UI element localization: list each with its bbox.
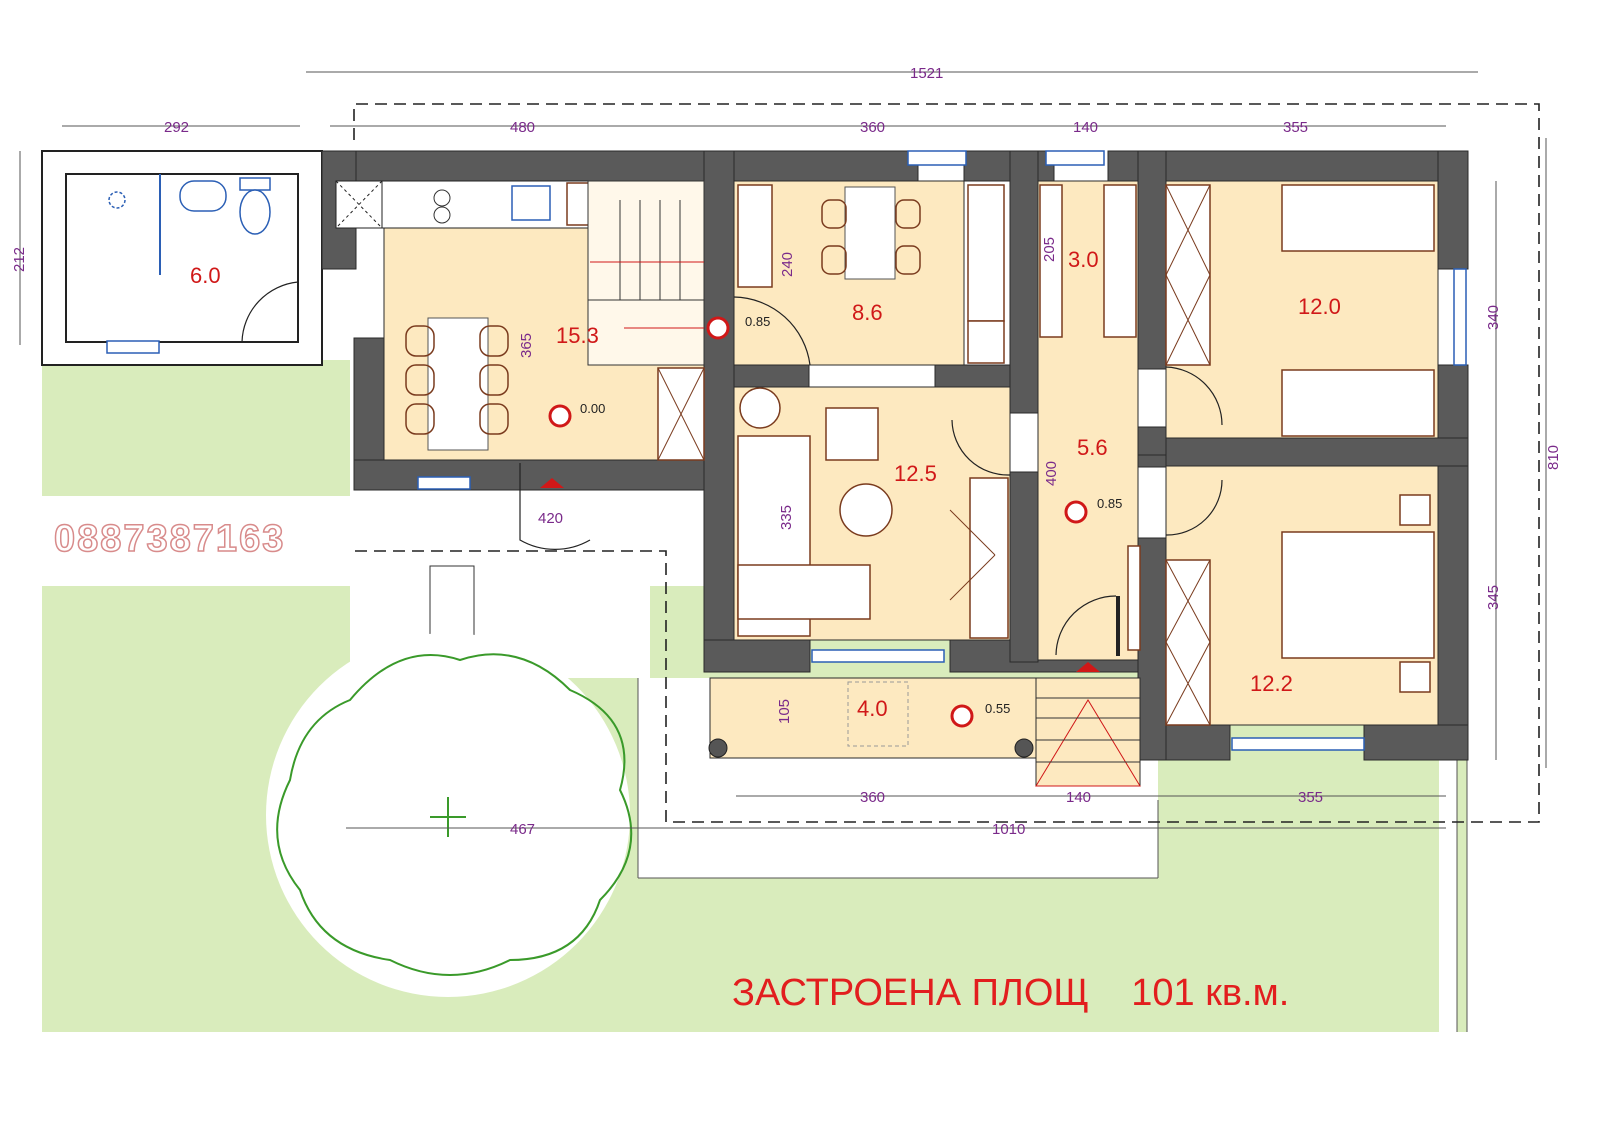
terrace	[708, 681, 1141, 787]
area-living: 12.5	[894, 461, 937, 486]
level-terrace: 0.55	[985, 701, 1010, 716]
level-markers	[548, 316, 1088, 728]
dim-right-total: 810	[1545, 445, 1562, 470]
phone-watermark: 0887387163	[53, 517, 286, 561]
dim-bottom-house: 1010	[992, 821, 1025, 838]
dimension-labels: 1521 292 480 360 140 355 420 360 140 355…	[11, 65, 1562, 838]
dim-living-depth: 335	[778, 505, 795, 530]
dim-top-bedroom: 355	[1283, 119, 1308, 136]
bathroom-annex	[41, 150, 323, 366]
dim-top-kitchen: 480	[510, 119, 535, 136]
dim-bottom-hall: 140	[1066, 789, 1091, 806]
level-hall: 0.85	[1097, 496, 1122, 511]
tree	[266, 633, 633, 997]
area-bathroom: 6.0	[190, 263, 221, 288]
bedroom-1	[1165, 184, 1467, 437]
stairs	[587, 180, 705, 366]
area-hall: 5.6	[1077, 435, 1108, 460]
dim-kitchen-depth: 365	[518, 333, 535, 358]
area-kitchen: 15.3	[556, 323, 599, 348]
dim-bottom-yard: 467	[510, 821, 535, 838]
dim-storage-depth: 205	[1041, 237, 1058, 262]
dim-hall-depth: 400	[1043, 461, 1060, 486]
dimension-lines	[19, 71, 1547, 829]
living-room	[737, 387, 1011, 663]
dim-top-living: 360	[860, 119, 885, 136]
area-bedroom-2: 12.2	[1250, 671, 1293, 696]
dim-right-bed2: 345	[1485, 585, 1502, 610]
house-walls	[321, 150, 1469, 761]
dim-bottom-living: 360	[860, 789, 885, 806]
area-terrace: 4.0	[857, 696, 888, 721]
dim-entry: 420	[538, 510, 563, 527]
dim-left-bath: 212	[11, 247, 28, 272]
dim-top-total: 1521	[910, 65, 943, 82]
dim-terrace-depth: 105	[776, 699, 793, 724]
hall	[1039, 150, 1223, 672]
level-kitchen: 0.00	[580, 401, 605, 416]
area-storage: 3.0	[1068, 247, 1099, 272]
dim-top-bath: 292	[164, 119, 189, 136]
roof-outline	[353, 103, 1540, 823]
dim-bottom-bedroom: 355	[1298, 789, 1323, 806]
area-dining: 8.6	[852, 300, 883, 325]
dim-right-bed1: 340	[1485, 305, 1502, 330]
built-area-caption: ЗАСТРОЕНА ПЛОЩ 101 кв.м.	[732, 972, 1290, 1014]
level-stair: 0.85	[745, 314, 770, 329]
dim-top-hall: 140	[1073, 119, 1098, 136]
area-bedroom-1: 12.0	[1298, 294, 1341, 319]
dim-dining-depth: 240	[779, 252, 796, 277]
bedroom-2	[1165, 494, 1435, 751]
dining-room	[733, 150, 1005, 366]
kitchen	[335, 180, 705, 550]
